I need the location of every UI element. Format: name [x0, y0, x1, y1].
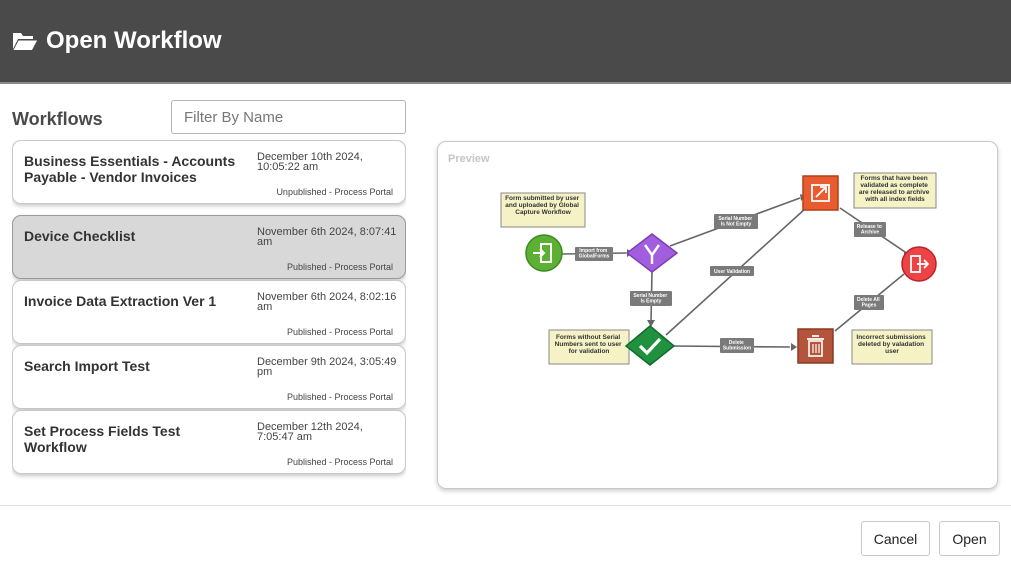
- workflow-status: Published - Process Portal: [286, 392, 393, 402]
- edge-label-is-empty: Serial Number Is Empty: [630, 291, 672, 306]
- start-node-icon: [525, 234, 563, 272]
- svg-text:Release to Archive: Release to Archive: [857, 224, 883, 236]
- workflow-date: December 12th 2024, 7:05:47 am: [257, 421, 363, 443]
- export-node-icon: [802, 175, 839, 211]
- workflow-date: November 6th 2024, 8:07:41 am: [257, 226, 397, 248]
- note-delete: Incorrect submissions deleted by valadat…: [851, 329, 933, 365]
- dialog-header: Open Workflow: [0, 0, 1011, 84]
- note-validation: Forms without Serial Numbers sent to use…: [548, 329, 630, 365]
- svg-text:Form submitted by user: Form submitted by user and uploaded by G…: [505, 195, 581, 216]
- workflow-date: November 6th 2024, 8:02:16 am: [257, 291, 397, 313]
- edge-label-not-empty: Serial Number Is Not Empty: [714, 214, 758, 229]
- decision-node-icon: [625, 233, 679, 273]
- svg-text:Delete Submission: Delete Submission: [723, 340, 751, 352]
- edge-label-delete-submission: Delete Submission: [720, 338, 754, 353]
- edge-label-user-validation: User Validation: [710, 266, 754, 276]
- svg-text:Import from GlobalForm: Import from GlobalForms: [579, 248, 610, 260]
- workflow-date: December 10th 2024, 10:05:22 am: [257, 151, 363, 173]
- workflow-card[interactable]: Business Essentials - Accounts Payable -…: [12, 140, 406, 204]
- svg-text:Delete All Pages: Delete All Pages: [857, 297, 881, 309]
- validate-node-icon: [624, 325, 676, 366]
- workflow-preview: Preview Form submitted by user and uploa…: [437, 141, 998, 489]
- filter-input[interactable]: [171, 100, 406, 134]
- note-archive: Forms that have been validated as comple…: [853, 172, 937, 209]
- svg-text:User Validation: User Validation: [714, 269, 750, 275]
- svg-text:Forms without Serial N: Forms without Serial Numbers sent to use…: [555, 334, 624, 355]
- svg-text:Forms that have been v: Forms that have been validated as comple…: [859, 175, 931, 203]
- edge-label-delete-pages: Delete All Pages: [854, 295, 884, 310]
- note-start: Form submitted by user and uploaded by G…: [500, 192, 586, 228]
- arrow-heads: [627, 194, 910, 351]
- workflows-heading: Workflows: [12, 109, 103, 129]
- workflow-card[interactable]: Search Import Test December 9th 2024, 3:…: [12, 345, 406, 409]
- workflow-name: Device Checklist: [24, 228, 136, 244]
- edge-label-release: Release to Archive: [854, 222, 886, 237]
- workflow-status: Published - Process Portal: [286, 262, 393, 272]
- workflow-status: Unpublished - Process Portal: [276, 187, 393, 197]
- dialog-title: Open Workflow: [46, 27, 222, 54]
- footer-divider: [0, 505, 1011, 506]
- open-button[interactable]: Open: [939, 521, 1000, 556]
- cancel-button[interactable]: Cancel: [861, 521, 930, 556]
- folder-open-icon: [13, 33, 37, 50]
- workflow-status: Published - Process Portal: [286, 457, 393, 467]
- edge-label-import: Import from GlobalForms: [575, 247, 613, 261]
- svg-text:Serial Number Is Not E: Serial Number Is Not Empty: [718, 216, 753, 228]
- workflow-list: Business Essentials - Accounts Payable -…: [12, 140, 406, 488]
- workflow-name: Search Import Test: [24, 358, 150, 374]
- end-node-icon: [901, 246, 937, 282]
- workflow-card[interactable]: Invoice Data Extraction Ver 1 November 6…: [12, 280, 406, 344]
- workflow-name: Business Essentials - Accounts Payable -…: [24, 153, 236, 185]
- delete-node-icon: [797, 328, 834, 364]
- svg-text:Incorrect submissions: Incorrect submissions deleted by valadat…: [856, 334, 927, 355]
- workflow-diagram: Form submitted by user and uploaded by G…: [500, 172, 937, 366]
- workflow-status: Published - Process Portal: [286, 327, 393, 337]
- workflow-card[interactable]: Set Process Fields Test Workflow Decembe…: [12, 410, 406, 474]
- workflow-name: Set Process Fields Test Workflow: [24, 423, 181, 455]
- svg-text:Serial Number Is Empty: Serial Number Is Empty: [633, 293, 668, 305]
- workflow-card-selected[interactable]: Device Checklist November 6th 2024, 8:07…: [12, 215, 406, 279]
- preview-label: Preview: [448, 153, 490, 165]
- workflow-date: December 9th 2024, 3:05:49 pm: [257, 356, 397, 378]
- workflow-name: Invoice Data Extraction Ver 1: [24, 293, 217, 309]
